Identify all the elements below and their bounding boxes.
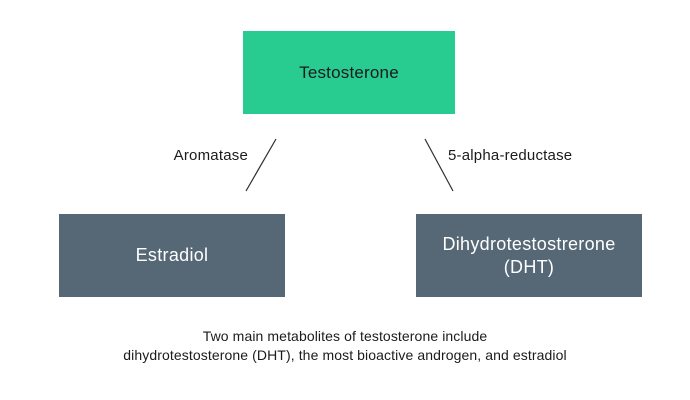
caption-line-1: Two main metabolites of testosterone inc… (202, 328, 488, 344)
caption-line-2: dihydrotestosterone (DHT), the most bioa… (123, 347, 567, 363)
testosterone-label: Testosterone (299, 62, 399, 82)
estradiol-label: Estradiol (135, 245, 209, 265)
caption: Two main metabolites of testosterone inc… (0, 327, 690, 365)
testosterone-node: Testosterone (243, 31, 455, 114)
dht-node: Dihydrotestostrerone (DHT) (416, 214, 642, 297)
dht-label-line1: Dihydrotestostrerone (442, 233, 616, 254)
connector-line-left (245, 138, 277, 192)
dht-label-line2: (DHT) (503, 256, 555, 277)
estradiol-node: Estradiol (59, 214, 285, 297)
reductase-edge-label: 5-alpha-reductase (448, 147, 573, 164)
aromatase-edge-label: Aromatase (173, 147, 248, 164)
